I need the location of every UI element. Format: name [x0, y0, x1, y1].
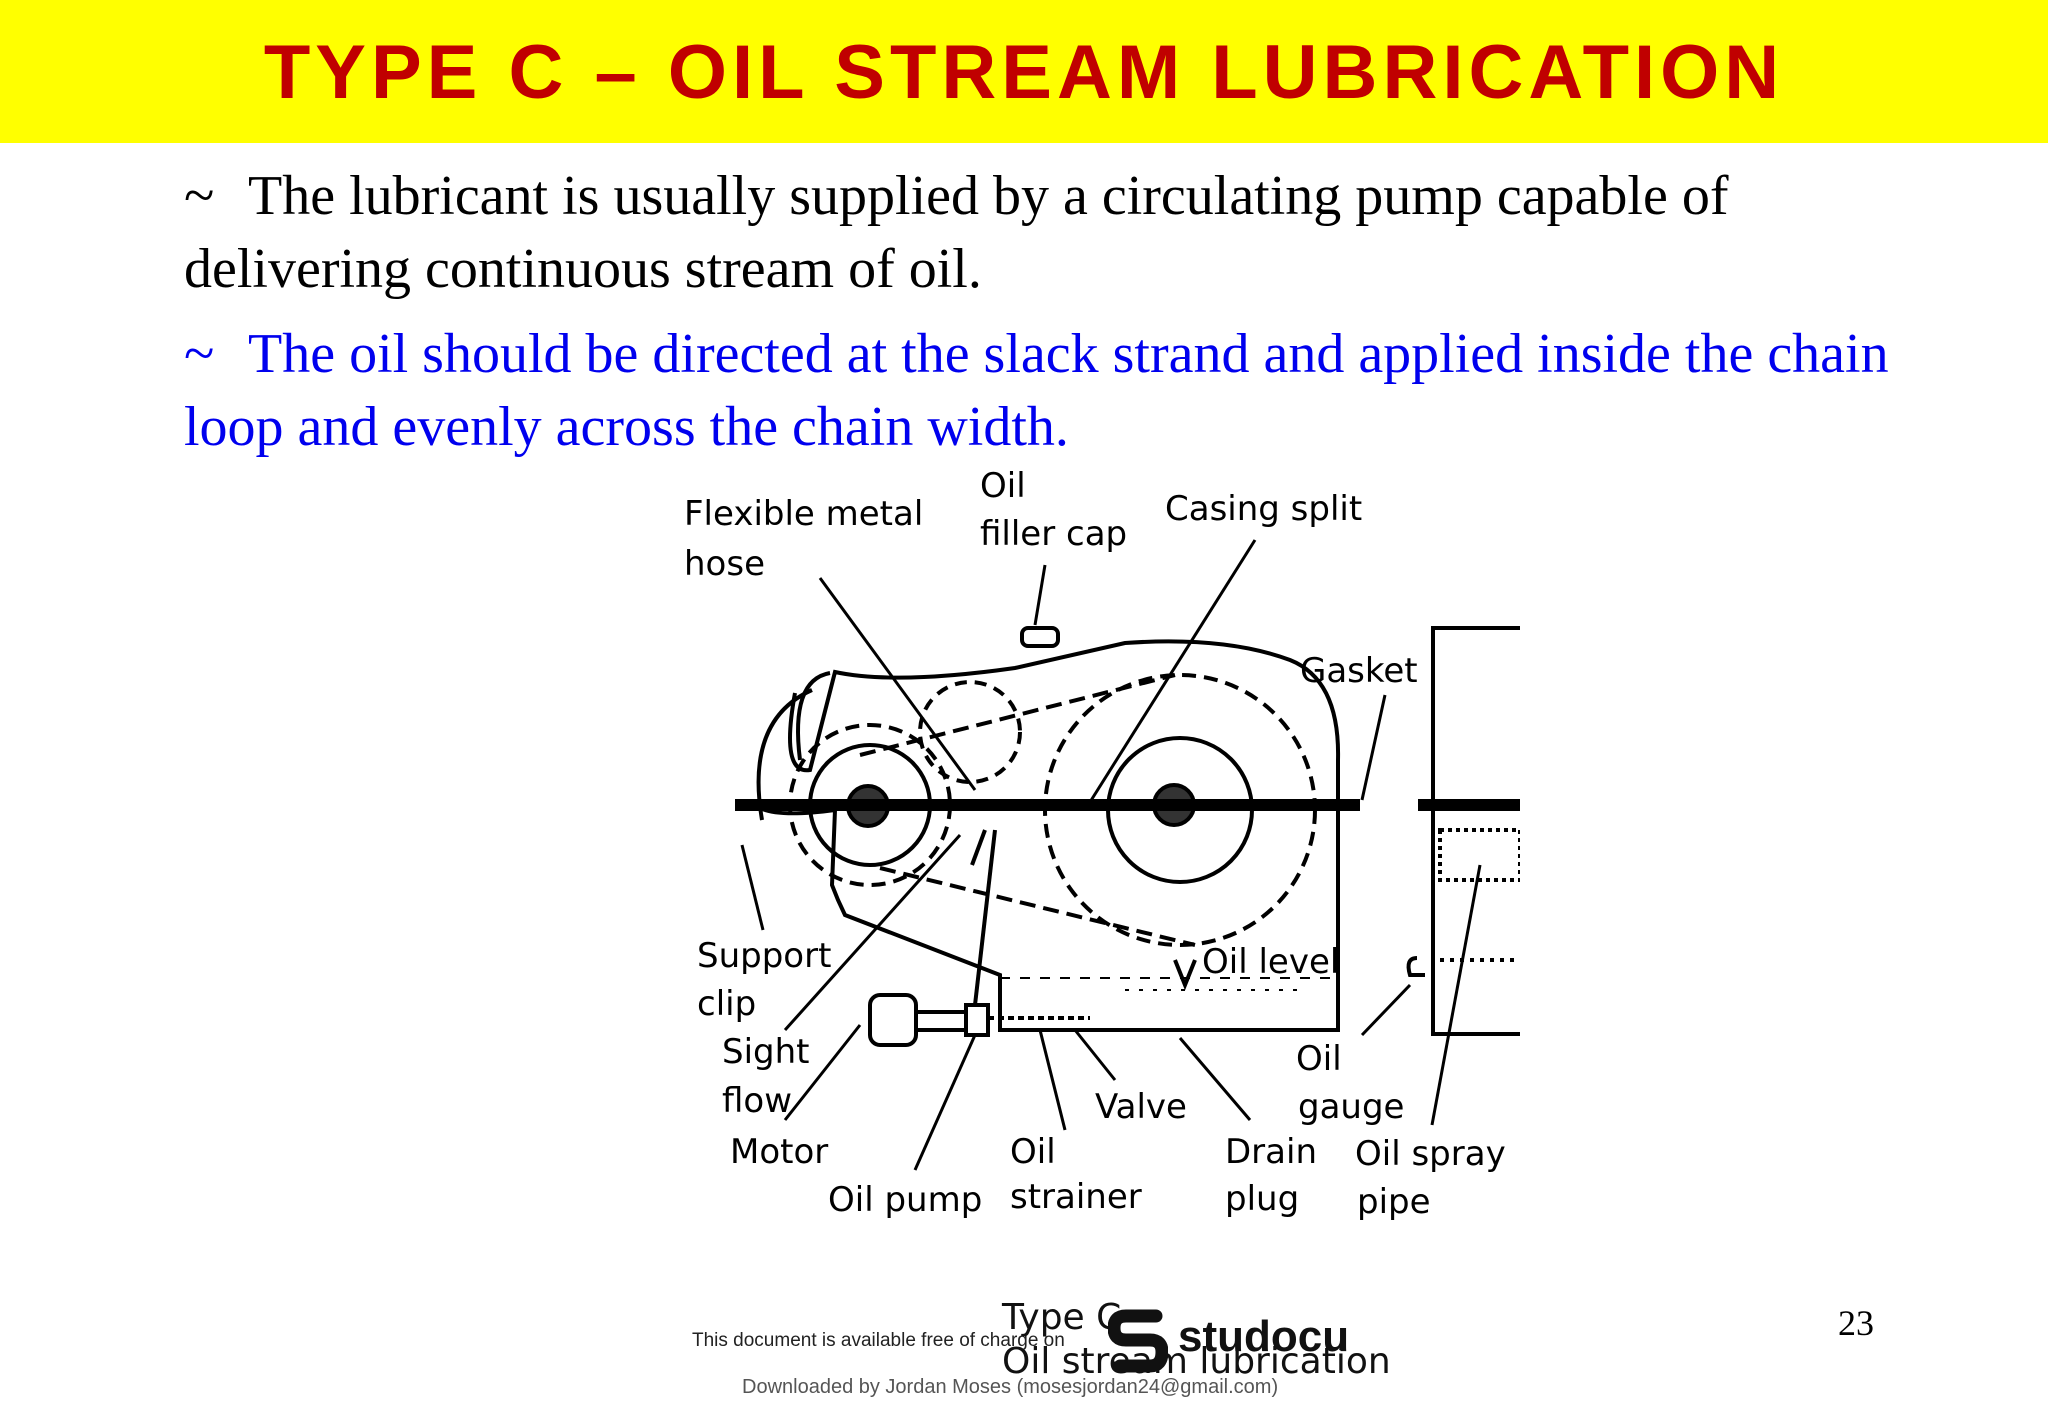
motor-body [868, 993, 918, 1047]
bullet-marker: ~ [184, 323, 215, 385]
label-oil-spray-pipe: pipe [1357, 1182, 1431, 1222]
slide-title: TYPE C – OIL STREAM LUBRICATION [263, 30, 1785, 115]
chain-lower [879, 866, 1196, 947]
footer-available-text: This document is available free of charg… [692, 1330, 1065, 1351]
label-sight-flow: Sight [722, 1032, 810, 1072]
page-number: 23 [1838, 1303, 1874, 1343]
label-oil-gauge: Oil [1296, 1039, 1342, 1079]
leader-casing-split [1083, 539, 1257, 811]
leader-spray [1430, 864, 1482, 1126]
label-valve: Valve [1095, 1087, 1187, 1127]
filler-cap [1020, 626, 1060, 648]
bullet-1: ~The lubricant is usually supplied by a … [184, 160, 1904, 306]
title-bar [0, 0, 2048, 143]
leader-drain [1178, 1037, 1252, 1121]
label-oil-spray-pipe: Oil spray [1355, 1134, 1506, 1174]
label-sight-flow: flow [722, 1081, 792, 1121]
leader-gauge [1360, 983, 1412, 1037]
leader-hose [818, 577, 977, 791]
label-oil-gauge: gauge [1298, 1087, 1404, 1127]
footer-brand[interactable]: studocu [1178, 1312, 1350, 1361]
bullet-2-text: The oil should be directed at the slack … [184, 323, 1889, 458]
label-oil-level: Oil level [1202, 942, 1339, 982]
casing-outline [750, 639, 1341, 1032]
leader-valve [1073, 1029, 1117, 1081]
side-view-gauge [1406, 956, 1425, 977]
leader-gasket [1360, 694, 1387, 801]
casing-left-arc [796, 671, 831, 761]
leader-strainer [1038, 1029, 1067, 1131]
label-filler-cap: filler cap [980, 514, 1127, 554]
sight-flow-pipe [970, 829, 987, 866]
leader-motor [783, 1024, 862, 1121]
casing-left-outer [756, 688, 813, 821]
label-casing-split: Casing split [1165, 489, 1362, 529]
label-support-clip: clip [697, 984, 756, 1024]
label-oil-strainer: Oil [1010, 1132, 1056, 1172]
leader-pump [913, 1034, 977, 1171]
label-oil-strainer: strainer [1010, 1177, 1142, 1217]
bullet-2: ~The oil should be directed at the slack… [184, 318, 1904, 464]
chain-upper [859, 673, 1176, 757]
chain-lubrication-diagram: Flexible metal hose Oil filler cap Casin… [684, 466, 1520, 1222]
label-drain-plug: Drain [1225, 1132, 1317, 1172]
label-gasket: Gasket [1300, 651, 1418, 691]
bullet-marker: ~ [184, 165, 215, 227]
leader-sight [783, 833, 962, 1032]
leader-filler [1033, 564, 1047, 626]
inspection-cover [918, 680, 1022, 784]
footer-doc-title-line-1: Type C [1002, 1297, 1122, 1338]
leader-support [740, 844, 765, 931]
footer-downloaded-by: Downloaded by Jordan Moses (mosesjordan2… [742, 1376, 1279, 1398]
pump-riser-pipe [973, 829, 997, 1006]
label-support-clip: Support [697, 936, 831, 976]
footer-doc-title[interactable]: Type C Oil stream lubrication [1002, 1296, 1391, 1384]
studocu-logo-icon [1108, 1309, 1168, 1373]
bullet-1-text: The lubricant is usually supplied by a c… [184, 165, 1729, 300]
label-filler-cap: Oil [980, 466, 1026, 506]
side-view-spray [1438, 828, 1520, 882]
footer-doc-title-line-2: Oil stream lubrication [1002, 1341, 1391, 1382]
label-oil-pump: Oil pump [828, 1180, 982, 1220]
motor-coupling [914, 1010, 968, 1032]
label-drain-plug: plug [1225, 1179, 1299, 1219]
oil-pump-body [964, 1003, 990, 1037]
label-motor: Motor [730, 1132, 828, 1172]
casing-drawing [735, 539, 1520, 1171]
oil-level-plug [1173, 959, 1197, 991]
side-view-casing [1431, 626, 1520, 1036]
label-flexible-hose: Flexible metal [684, 494, 923, 534]
label-flexible-hose: hose [684, 544, 765, 584]
